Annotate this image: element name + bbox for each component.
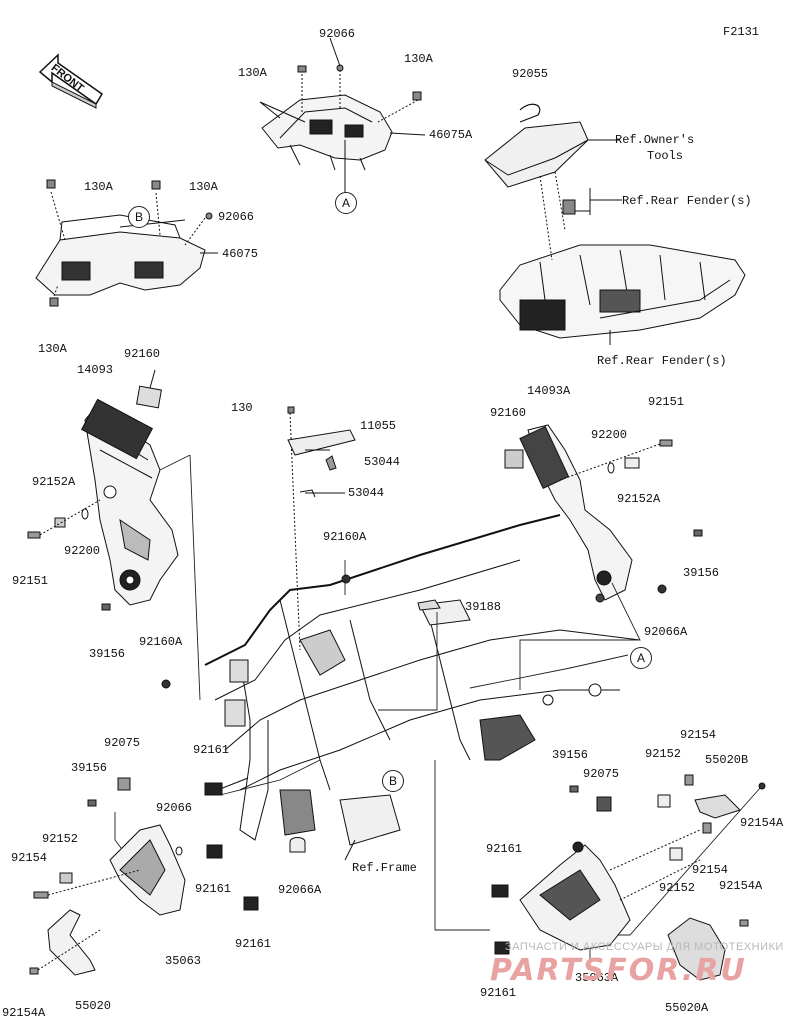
part-label-46075: 46075 <box>222 247 259 261</box>
part-label-14093: 14093 <box>77 363 114 377</box>
part-label-92154a: 92154A <box>740 816 784 830</box>
part-label-55020b: 55020B <box>705 753 749 767</box>
part-label-92161: 92161 <box>195 882 232 896</box>
part-label-92154: 92154 <box>11 851 48 865</box>
part-label-92151: 92151 <box>648 395 685 409</box>
subframe-drawing <box>161 406 667 846</box>
part-label-39156: 39156 <box>552 748 589 762</box>
callout-b-lower: B <box>382 770 404 792</box>
part-label-39156: 39156 <box>683 566 720 580</box>
part-label-92152a: 92152A <box>617 492 661 506</box>
front-arrow-icon <box>38 53 104 109</box>
bracket-35063a-drawing <box>491 774 766 981</box>
part-label-92160: 92160 <box>490 406 527 420</box>
diagram-code: F2131 <box>723 25 760 39</box>
part-label-92200: 92200 <box>64 544 101 558</box>
part-label-92160: 92160 <box>124 347 161 361</box>
part-label-92066a: 92066A <box>644 625 688 639</box>
rear-fender-drawing <box>484 103 746 345</box>
part-label-92152: 92152 <box>42 832 79 846</box>
part-label-92152: 92152 <box>645 747 682 761</box>
part-label-92152a: 92152A <box>32 475 76 489</box>
bracket-35063-drawing <box>29 777 306 976</box>
part-label-92161: 92161 <box>235 937 272 951</box>
footrest-bracket-left-drawing <box>27 369 179 611</box>
part-label-92151: 92151 <box>12 574 49 588</box>
bracket-46075-drawing <box>35 179 218 307</box>
part-label-92160a: 92160A <box>139 635 183 649</box>
leader-lines <box>114 454 761 960</box>
part-label-92160a: 92160A <box>323 530 367 544</box>
part-label-130a: 130A <box>84 180 113 194</box>
part-label-92154a: 92154A <box>719 879 763 893</box>
ref-owners-tools-label-line2: Tools <box>647 149 684 163</box>
part-label-130a: 130A <box>189 180 218 194</box>
part-label-55020: 55020 <box>75 999 112 1013</box>
part-label-35063a: 35063A <box>575 971 619 985</box>
part-label-92161: 92161 <box>486 842 523 856</box>
part-label-14093a: 14093A <box>527 384 571 398</box>
part-label-55020a: 55020A <box>665 1001 709 1015</box>
part-label-130a: 130A <box>38 342 67 356</box>
watermark-logo: PARTSFOR.RU <box>490 953 747 988</box>
part-label-35063: 35063 <box>165 954 202 968</box>
part-label-92152: 92152 <box>659 881 696 895</box>
part-label-92066: 92066 <box>156 801 193 815</box>
ref-rear-fender-label: Ref.Rear Fender(s) <box>597 354 727 368</box>
watermark-tagline: ЗАПЧАСТИ И АКСЕССУАРЫ ДЛЯ МОТОТЕХНИКИ <box>505 941 784 953</box>
part-label-92055: 92055 <box>512 67 549 81</box>
part-label-92154a: 92154A <box>2 1006 46 1020</box>
part-label-39188: 39188 <box>465 600 502 614</box>
part-label-92154: 92154 <box>692 863 729 877</box>
part-label-92161: 92161 <box>480 986 517 1000</box>
part-label-92161: 92161 <box>193 743 230 757</box>
ref-owners-tools-label: Ref.Owner's <box>615 133 695 147</box>
footrest-bracket-right-drawing <box>504 424 703 603</box>
part-label-53044: 53044 <box>364 455 401 469</box>
part-label-39156: 39156 <box>89 647 126 661</box>
ref-frame-label: Ref.Frame <box>352 861 417 875</box>
callout-a-right: A <box>630 647 652 669</box>
bracket-46075a-drawing <box>259 37 426 195</box>
part-label-130: 130 <box>231 401 253 415</box>
ref-rear-fender-label: Ref.Rear Fender(s) <box>622 194 752 208</box>
part-label-11055: 11055 <box>360 419 397 433</box>
part-label-46075a: 46075A <box>429 128 473 142</box>
callout-a-top: A <box>335 192 357 214</box>
part-label-130a: 130A <box>238 66 267 80</box>
part-label-92066: 92066 <box>319 27 356 41</box>
part-label-92075: 92075 <box>583 767 620 781</box>
part-label-130a: 130A <box>404 52 433 66</box>
part-label-92154: 92154 <box>680 728 717 742</box>
callout-b-left: B <box>128 206 150 228</box>
part-label-92066: 92066 <box>218 210 255 224</box>
part-label-92200: 92200 <box>591 428 628 442</box>
part-label-39156: 39156 <box>71 761 108 775</box>
part-label-92066a: 92066A <box>278 883 322 897</box>
part-label-92075: 92075 <box>104 736 141 750</box>
part-label-53044: 53044 <box>348 486 385 500</box>
